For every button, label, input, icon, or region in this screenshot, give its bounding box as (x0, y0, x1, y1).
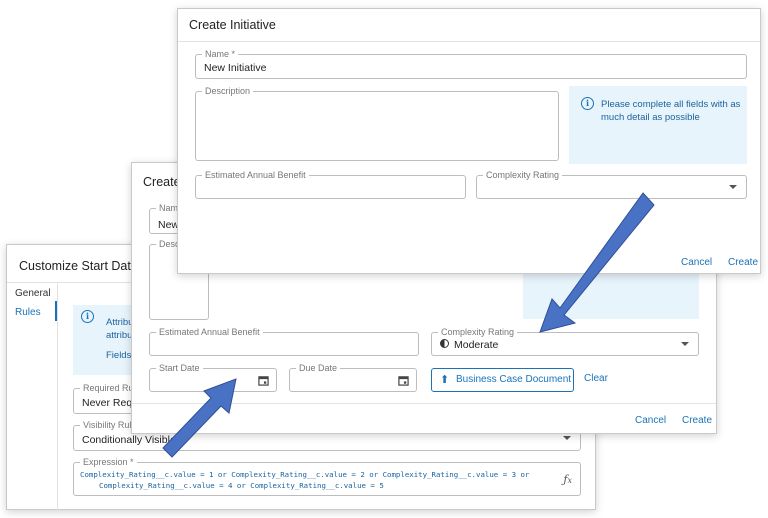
nav-item-general[interactable]: General (15, 288, 51, 299)
expression-label: Expression * (80, 456, 137, 468)
estimated-benefit-label: Estimated Annual Benefit (156, 326, 263, 338)
visibility-rule-label: Visibility Rule (80, 419, 140, 431)
business-case-upload-button[interactable]: ⬆ Business Case Document (431, 368, 574, 392)
complexity-rating-value: Moderate (454, 339, 499, 351)
required-rule-label: Required Rul (80, 382, 139, 394)
due-date-label: Due Date (296, 362, 341, 374)
info-box: i Please complete all fields with as muc… (569, 86, 747, 164)
name-value: New (158, 219, 180, 231)
start-date-input[interactable]: Start Date (149, 362, 277, 392)
chevron-down-icon (729, 185, 737, 189)
chevron-down-icon (563, 436, 571, 440)
expression-field[interactable]: Expression * Complexity_Rating__c.value … (73, 456, 581, 496)
nav-active-indicator (55, 301, 57, 321)
expression-line-2: Complexity_Rating__c.value = 4 or Comple… (99, 481, 384, 490)
upload-button-label: Business Case Document (456, 374, 572, 385)
info-line-2: attribu (106, 330, 133, 341)
description-label: Desc (156, 238, 183, 250)
arrow-to-complexity-rating (539, 192, 655, 333)
dialog-title: Create (143, 175, 181, 189)
expression-line-1: Complexity_Rating__c.value = 1 or Comple… (80, 470, 530, 479)
name-value: New Initiative (204, 62, 267, 74)
complexity-rating-label: Complexity Rating (483, 169, 563, 181)
nav-divider (57, 283, 58, 511)
start-date-label: Start Date (156, 362, 203, 374)
complexity-rating-label: Complexity Rating (438, 326, 518, 338)
fx-icon[interactable]: ƒx (563, 473, 572, 486)
info-line-1: Attribu (106, 317, 134, 328)
required-rule-value: Never Requ (82, 397, 139, 409)
clear-button[interactable]: Clear (584, 373, 608, 384)
info-message: Please complete all fields with as much … (601, 99, 741, 123)
nav-item-rules[interactable]: Rules (15, 307, 41, 318)
upload-icon: ⬆ (440, 374, 450, 386)
half-circle-icon (440, 339, 449, 348)
info-line-3: Fields (106, 350, 132, 361)
name-label: Name * (202, 48, 239, 60)
complexity-rating-select[interactable]: Complexity Rating (476, 169, 747, 199)
create-button[interactable]: Create (682, 415, 713, 426)
info-icon: i (581, 97, 594, 110)
complexity-rating-select[interactable]: Complexity Rating Moderate (431, 326, 699, 356)
cancel-button[interactable]: Cancel (635, 415, 667, 426)
visibility-rule-value: Conditionally Visible (82, 434, 176, 446)
info-icon: i (81, 310, 94, 323)
estimated-benefit-label: Estimated Annual Benefit (202, 169, 309, 181)
description-label: Description (202, 85, 254, 97)
description-textarea[interactable]: Description (195, 85, 559, 161)
cancel-button[interactable]: Cancel (681, 257, 713, 268)
due-date-input[interactable]: Due Date (289, 362, 417, 392)
estimated-benefit-input[interactable]: Estimated Annual Benefit (149, 326, 419, 356)
calendar-icon[interactable] (398, 375, 409, 386)
dialog-title: Customize Start Date (19, 259, 138, 273)
create-button[interactable]: Create (728, 257, 759, 268)
arrow-to-start-date (162, 378, 237, 458)
estimated-benefit-input[interactable]: Estimated Annual Benefit (195, 169, 466, 199)
dialog-title: Create Initiative (189, 18, 276, 32)
calendar-icon[interactable] (258, 375, 269, 386)
create-initiative-dialog: Create Initiative Name * New Initiative … (177, 8, 761, 274)
chevron-down-icon (681, 342, 689, 346)
name-input[interactable]: Name * New Initiative (195, 48, 747, 79)
